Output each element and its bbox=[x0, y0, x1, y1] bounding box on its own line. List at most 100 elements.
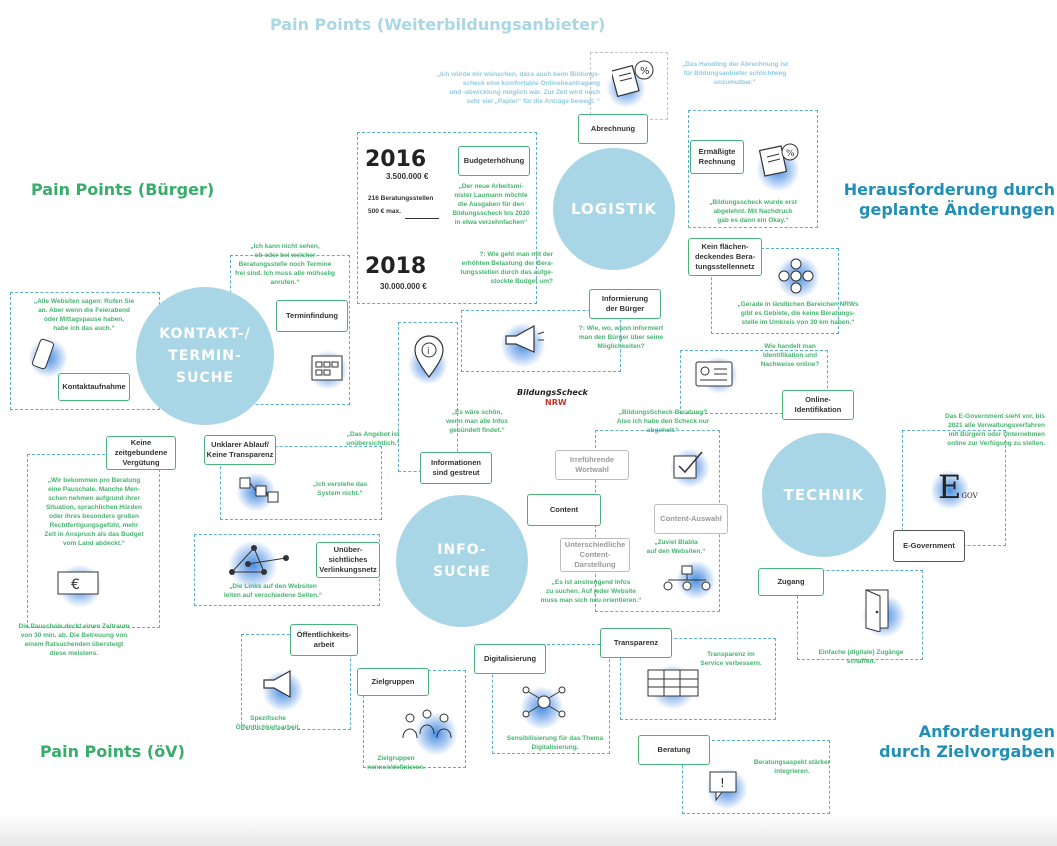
e-gov-icon: EGOV bbox=[938, 468, 978, 506]
budget-max: 500 € max. bbox=[368, 208, 401, 215]
svg-text:%: % bbox=[786, 149, 795, 159]
budget-amount-2018: 30.000.000 € bbox=[380, 282, 427, 291]
speech-bubble-icon: ! bbox=[709, 771, 737, 802]
box-unuebersichtliches-verlinkungsnetz: Unüber- sichtliches Verlinkungsnetz bbox=[316, 542, 380, 578]
euro-note-icon: € bbox=[57, 571, 99, 595]
heading-pain-points-buerger: Pain Points (Bürger) bbox=[31, 180, 215, 199]
box-abrechnung: Abrechnung bbox=[578, 114, 648, 144]
cluster-unklarer bbox=[220, 446, 382, 520]
flow-icon bbox=[239, 477, 279, 503]
cluster-online-ident bbox=[680, 350, 828, 414]
box-keine-verguetung: Keine zeitgebundene Vergütung bbox=[106, 436, 176, 470]
box-zugang: Zugang bbox=[758, 568, 824, 596]
phone-icon bbox=[31, 338, 55, 370]
quote-egov: Das E-Government sieht vor, bis 2021 all… bbox=[944, 413, 1045, 447]
heading-pain-points-weiterbildung: Pain Points (Weiterbildungsanbieter) bbox=[270, 15, 606, 34]
heading-anforderungen: Anforderungen durch Zielvorgaben bbox=[879, 722, 1055, 761]
svg-text:i: i bbox=[427, 347, 430, 357]
box-terminfindung: Terminfindung bbox=[276, 300, 348, 332]
quote-belastung: ?: Wie geht man mit der erhöhten Belastu… bbox=[460, 251, 553, 285]
box-kein-flaechen: Kein flächen- deckendes Bera- tungsstell… bbox=[688, 238, 762, 276]
box-beratung: Beratung bbox=[638, 735, 710, 765]
quote-termine: „Ich kann nicht sehen, ob oder bei welch… bbox=[234, 243, 336, 286]
quote-online-beantragung: „Ich würde mir wünschen, dass auch beim … bbox=[436, 71, 600, 105]
box-irrefuehrende-wortwahl: Irreführende Wortwahl bbox=[555, 450, 629, 480]
quote-spezifisch: Spezifische Öffentlichkeitsarbeit. bbox=[235, 715, 301, 731]
quote-zeitraum: Die Pauschale deckt einen Zeitraum von 3… bbox=[18, 623, 130, 657]
box-content: Content bbox=[527, 494, 601, 526]
cluster-budget bbox=[357, 132, 537, 304]
quote-abgelehnt: „Bildungsscheck wurde erst abgelehnt. Mi… bbox=[709, 199, 797, 224]
door-icon bbox=[865, 589, 889, 632]
quote-pauschale: „Wir bekommen pro Beratung eine Pauschal… bbox=[44, 477, 144, 547]
budget-year-2018: 2018 bbox=[365, 254, 427, 279]
cluster-ermaessigte bbox=[688, 110, 818, 228]
topic-circle-info-suche: INFO- SUCHE bbox=[396, 495, 528, 627]
network-icon bbox=[778, 258, 814, 294]
budget-divider bbox=[405, 218, 439, 219]
box-informierung: Informierung der Bürger bbox=[589, 289, 661, 319]
box-digitalisierung: Digitalisierung bbox=[474, 644, 546, 674]
svg-text:!: ! bbox=[720, 776, 725, 790]
document-percent-icon: % bbox=[612, 60, 654, 98]
heading-pain-points-oev: Pain Points (öV) bbox=[40, 742, 185, 761]
quote-blabla: „Zuviel Blabla auf den Websiten.“ bbox=[646, 539, 706, 555]
box-online-identifikation: Online- Identifikation bbox=[782, 390, 854, 420]
flowchart-icon bbox=[663, 565, 711, 591]
bildungsscheck-logo-nrw: NRW bbox=[545, 398, 567, 407]
people-icon bbox=[402, 709, 452, 739]
quote-beratung: „BildungsScheck-Beratung? Also ich habe … bbox=[616, 409, 710, 434]
box-unklarer-ablauf: Unklarer Ablauf/ Keine Transparenz bbox=[204, 435, 276, 465]
svg-text:%: % bbox=[640, 66, 650, 77]
quote-schoen: „Es wäre schön, wenn man alle Infos gebü… bbox=[446, 409, 508, 434]
quote-laendlich: „Gerade in ländlichen Bereichen NRWs gib… bbox=[737, 301, 859, 326]
topic-circle-kontakt: KONTAKT-/ TERMIN- SUCHE bbox=[136, 287, 274, 425]
quote-handling: „Das Handling der Abrechnung ist für Bil… bbox=[682, 61, 788, 86]
cluster-keine-verguetung bbox=[27, 454, 160, 628]
megaphone-icon bbox=[263, 669, 291, 699]
quote-system: „Ich verstehe das System nicht.“ bbox=[312, 481, 368, 497]
link-graph-icon bbox=[229, 545, 289, 575]
box-transparenz: Transparenz bbox=[600, 628, 672, 658]
bottom-shadow bbox=[0, 814, 1057, 846]
topic-circle-logistik: LOGISTIK bbox=[553, 148, 675, 270]
cluster-transparenz bbox=[620, 638, 776, 720]
checkbox-icon bbox=[673, 451, 703, 479]
box-oeffentlichkeitsarbeit: Öffentlichkeits- arbeit bbox=[290, 624, 358, 656]
quote-websites: „Alle Websiten sagen: Rufen Sie an. Aber… bbox=[33, 298, 135, 332]
heading-herausforderung: Herausforderung durch geplante Änderunge… bbox=[843, 180, 1055, 219]
topic-circle-technik: TECHNIK bbox=[762, 433, 886, 557]
quote-transparenz: Transparenz im Service verbessern. bbox=[700, 651, 762, 667]
quote-identifikation: Wie handelt man Identifikation und Nachw… bbox=[760, 343, 820, 368]
icon-glow bbox=[930, 470, 970, 510]
box-informationen-gestreut: Informationen sind gestreut bbox=[420, 452, 492, 484]
quote-informiert: ?: Wie, wo, wann informiert man den Bürg… bbox=[578, 325, 664, 350]
cluster-informierung bbox=[461, 310, 621, 372]
list-table-icon bbox=[647, 669, 699, 697]
quote-anstrengend: „Es ist anstrengend Infos zu suchen. Auf… bbox=[540, 579, 642, 604]
cluster-kein-flaechen bbox=[711, 248, 839, 334]
calendar-icon bbox=[311, 355, 343, 381]
quote-beratungsaspekt: Beratungsaspekt stärker integrieren. bbox=[753, 759, 831, 775]
cluster-beratung bbox=[682, 740, 830, 814]
invoice-percent-icon: % bbox=[758, 143, 799, 177]
box-unterschiedliche-darstellung: Unterschiedliche Content- Darstellung bbox=[560, 538, 630, 572]
location-pin-icon: i bbox=[414, 335, 444, 379]
budget-amount-2016: 3.500.000 € bbox=[386, 172, 429, 181]
box-ermaessigte-rechnung: Ermäßigte Rechnung bbox=[690, 140, 744, 174]
budget-stellen: 216 Beratungsstellen bbox=[368, 195, 434, 202]
cluster-digitalisierung bbox=[492, 644, 610, 754]
box-zielgruppen: Zielgruppen bbox=[357, 668, 429, 696]
id-card-icon bbox=[695, 361, 733, 387]
digital-network-icon bbox=[522, 686, 566, 718]
quote-sensibilisierung: Sensibilisierung für das Thema Digitalis… bbox=[506, 735, 604, 751]
quote-angebot: „Das Angebot ist unübersichtlich.“ bbox=[346, 431, 400, 447]
quote-zielgruppen: Zielgruppen nennen/definieren. bbox=[367, 755, 425, 771]
quote-links: „Die Links auf den Websiten leiten auf v… bbox=[223, 583, 323, 599]
cluster-zugang bbox=[797, 570, 923, 660]
svg-text:€: € bbox=[71, 577, 80, 593]
budget-year-2016: 2016 bbox=[365, 147, 427, 172]
box-content-auswahl: Content-Auswahl bbox=[654, 504, 728, 534]
quote-minister: „Der neue Arbeitsmi- nister Laumann möch… bbox=[452, 183, 530, 226]
